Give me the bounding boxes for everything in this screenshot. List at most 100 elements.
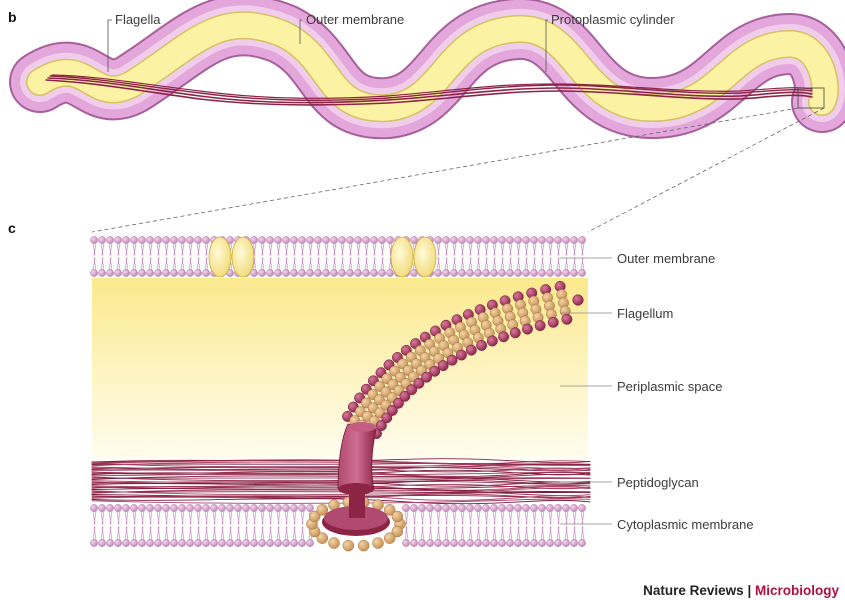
lipid-head: [138, 504, 145, 511]
lipid-head: [410, 539, 417, 546]
credit-separator: |: [747, 583, 751, 598]
lipid-head: [346, 236, 353, 243]
lipid-head: [266, 269, 273, 276]
lipid-head: [562, 504, 569, 511]
lipid-head: [194, 269, 201, 276]
panel-c-letter: c: [8, 220, 16, 236]
lipid-head: [162, 539, 169, 546]
lipid-head: [130, 504, 137, 511]
lipid-head: [258, 539, 265, 546]
lipid-head: [202, 504, 209, 511]
label-periplasmic-space: Periplasmic space: [617, 379, 723, 394]
lipid-head: [146, 269, 153, 276]
lipid-head: [314, 236, 321, 243]
lipid-head: [546, 269, 553, 276]
lipid-head: [178, 269, 185, 276]
lipid-head: [322, 236, 329, 243]
outer-membrane-bilayer: [90, 236, 585, 276]
lipid-head: [122, 504, 129, 511]
lipid-head: [498, 504, 505, 511]
lipid-head: [178, 236, 185, 243]
lipid-head: [146, 504, 153, 511]
lipid-head: [370, 236, 377, 243]
lipid-head: [506, 236, 513, 243]
lipid-head: [506, 269, 513, 276]
lipid-head: [570, 504, 577, 511]
motor-bead: [373, 538, 384, 549]
lipid-head: [418, 504, 425, 511]
lipid-head: [450, 269, 457, 276]
lipid-head: [522, 269, 529, 276]
flagellin-sheath-bead: [573, 295, 583, 305]
lipid-head: [90, 539, 97, 546]
lipid-head: [306, 269, 313, 276]
flagellin-sheath-bead: [456, 350, 466, 360]
lipid-head: [274, 504, 281, 511]
lipid-head: [354, 236, 361, 243]
lipid-head: [442, 269, 449, 276]
lipid-head: [138, 236, 145, 243]
lipid-head: [98, 269, 105, 276]
lipid-head: [90, 504, 97, 511]
lipid-head: [482, 539, 489, 546]
lipid-head: [570, 539, 577, 546]
lipid-head: [474, 504, 481, 511]
lipid-head: [346, 269, 353, 276]
lipid-head: [410, 504, 417, 511]
lipid-head: [202, 269, 209, 276]
lipid-head: [458, 269, 465, 276]
flagellin-sheath-bead: [438, 360, 448, 370]
lipid-head: [514, 539, 521, 546]
flagellin-sheath-bead: [476, 340, 486, 350]
lipid-head: [130, 236, 137, 243]
lipid-head: [474, 236, 481, 243]
lipid-head: [546, 504, 553, 511]
lipid-head: [258, 504, 265, 511]
credit-journal: Nature Reviews: [643, 583, 744, 598]
hook-bottom: [338, 483, 374, 495]
lipid-head: [578, 504, 585, 511]
lipid-head: [490, 269, 497, 276]
lipid-head: [554, 504, 561, 511]
flagellin-sheath-bead: [535, 320, 545, 330]
lipid-head: [450, 236, 457, 243]
lipid-head: [554, 236, 561, 243]
lipid-head: [482, 236, 489, 243]
lipid-head: [426, 539, 433, 546]
lipid-head: [146, 539, 153, 546]
label-flagellum: Flagellum: [617, 306, 673, 321]
lipid-head: [210, 504, 217, 511]
lipid-head: [282, 236, 289, 243]
lipid-head: [202, 539, 209, 546]
porin: [209, 237, 231, 277]
porin: [232, 237, 254, 277]
lipid-head: [538, 269, 545, 276]
lipid-head: [114, 539, 121, 546]
lipid-head: [114, 504, 121, 511]
label-protoplasmic-cylinder: Protoplasmic cylinder: [551, 12, 675, 27]
lipid-head: [490, 504, 497, 511]
flagellin-sheath-bead: [447, 355, 457, 365]
lipid-head: [498, 269, 505, 276]
lipid-head: [186, 236, 193, 243]
lipid-head: [138, 269, 145, 276]
lipid-head: [402, 504, 409, 511]
lipid-head: [290, 504, 297, 511]
lipid-head: [298, 504, 305, 511]
lipid-head: [106, 236, 113, 243]
lipid-head: [378, 236, 385, 243]
lipid-head: [258, 236, 265, 243]
lipid-head: [186, 539, 193, 546]
lipid-head: [450, 504, 457, 511]
lipid-head: [362, 236, 369, 243]
lipid-head: [274, 269, 281, 276]
lipid-head: [234, 504, 241, 511]
lipid-head: [306, 539, 313, 546]
lipid-head: [146, 236, 153, 243]
lipid-head: [370, 269, 377, 276]
lipid-head: [90, 236, 97, 243]
lipid-head: [338, 236, 345, 243]
lipid-head: [482, 504, 489, 511]
lipid-head: [282, 539, 289, 546]
porin: [414, 237, 436, 277]
